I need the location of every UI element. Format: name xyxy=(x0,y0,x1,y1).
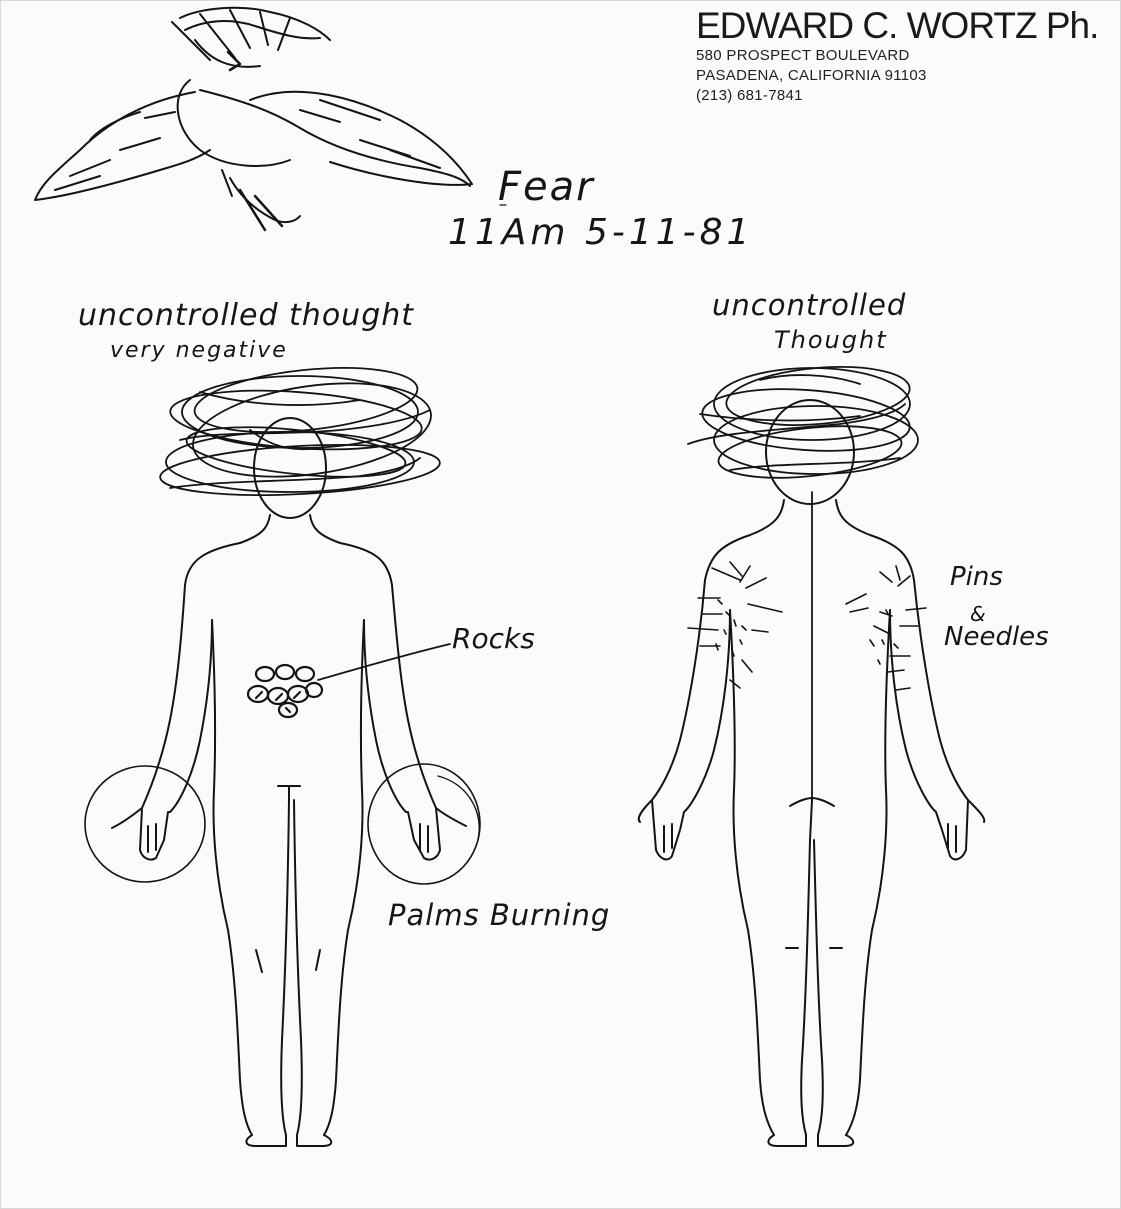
rocks-label: Rocks xyxy=(452,622,535,655)
front-body-figure xyxy=(85,358,480,1146)
left-palm-circle xyxy=(85,766,205,882)
front-head-label-line1: uncontrolled thought xyxy=(78,298,414,333)
front-head-scribble xyxy=(159,358,441,501)
back-head-label-line2: Thought xyxy=(774,326,888,354)
bird-sketch xyxy=(35,8,472,230)
back-head-scribble xyxy=(688,360,918,485)
back-head-label-line1: uncontrolled xyxy=(712,288,906,322)
back-body-figure xyxy=(639,360,985,1146)
pins-label: Pins xyxy=(950,562,1003,592)
palms-burning-label: Palms Burning xyxy=(388,898,610,932)
needles-label: Needles xyxy=(944,622,1049,652)
time-date-note: 11Am 5-11-81 xyxy=(448,212,753,253)
rocks-cluster xyxy=(248,665,322,717)
title-fear: Fear xyxy=(498,164,595,210)
front-head-label-line2: very negative xyxy=(110,338,288,363)
